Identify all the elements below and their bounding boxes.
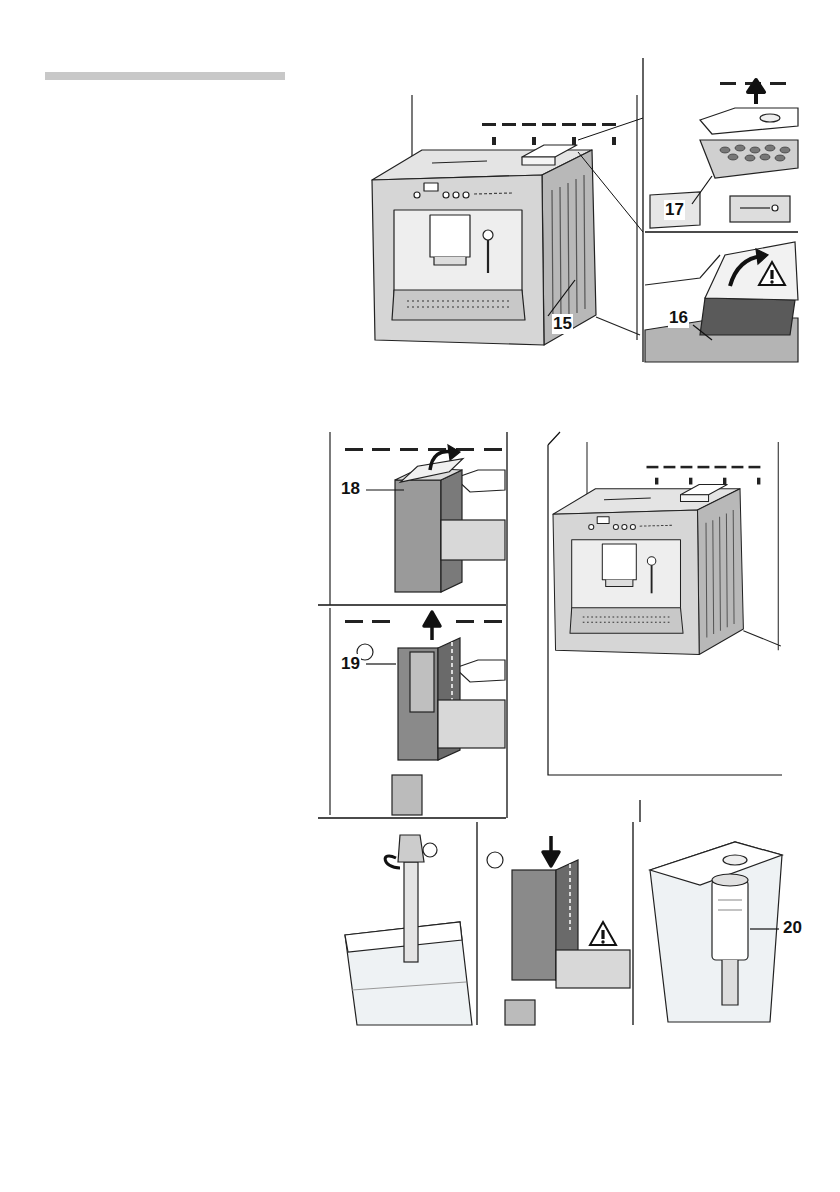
callout-number: 20 <box>782 918 803 938</box>
callout-number: 16 <box>668 308 689 328</box>
heading-bar <box>45 72 285 80</box>
callout-number: 15 <box>552 314 573 334</box>
callout-number: 18 <box>340 479 361 499</box>
callout-number: 17 <box>664 200 685 220</box>
callout-number: 19 <box>340 654 361 674</box>
